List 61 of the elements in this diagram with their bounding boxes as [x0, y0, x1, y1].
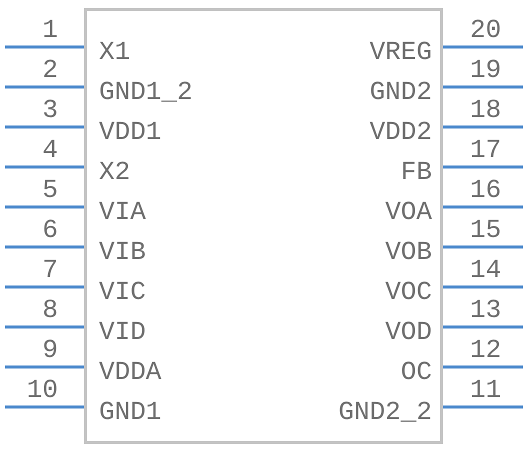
pin-line [5, 246, 84, 248]
pin-number: 14 [470, 256, 502, 284]
pin-line [443, 246, 523, 248]
pin-line [5, 126, 84, 128]
pin-number: 11 [470, 376, 502, 404]
pin-number: 19 [470, 56, 502, 84]
pin-line [443, 286, 523, 288]
pin-number: 20 [470, 16, 502, 44]
pin-number: 1 [42, 16, 58, 44]
pin-name: VOB [385, 238, 432, 266]
pin-name: VOA [385, 198, 432, 226]
pin-number: 5 [42, 176, 58, 204]
pin-number: 15 [470, 216, 502, 244]
pin-number: 2 [42, 56, 58, 84]
pin-number: 16 [470, 176, 502, 204]
pin-name: VIA [99, 198, 146, 226]
pin-line [443, 326, 523, 328]
pin-name: VID [99, 318, 146, 346]
pin-line [5, 86, 84, 88]
pin-number: 9 [42, 336, 58, 364]
pin-name: VDDA [99, 358, 162, 386]
pin-line [443, 86, 523, 88]
pin-number: 10 [26, 376, 58, 404]
pin-line [5, 46, 84, 48]
pin-line [443, 166, 523, 168]
pin-number: 17 [470, 136, 502, 164]
pin-line [5, 406, 84, 408]
pin-line [443, 406, 523, 408]
pin-line [443, 366, 523, 368]
pin-line [443, 46, 523, 48]
pin-name: VDD2 [370, 118, 432, 146]
pin-number: 12 [470, 336, 502, 364]
pin-number: 4 [42, 136, 58, 164]
pin-number: 6 [42, 216, 58, 244]
pin-line [443, 206, 523, 208]
pin-name: GND2_2 [338, 398, 432, 426]
pin-name: VIC [99, 278, 146, 306]
pin-name: GND2 [370, 78, 432, 106]
pin-number: 8 [42, 296, 58, 324]
pin-number: 7 [42, 256, 58, 284]
pin-name: OC [400, 358, 432, 386]
pin-name: VIB [99, 238, 146, 266]
pin-number: 13 [470, 296, 502, 324]
pin-name: VOD [385, 318, 432, 346]
pin-name: X1 [99, 38, 130, 66]
pin-line [5, 286, 84, 288]
pin-name: VREG [370, 38, 432, 66]
pin-name: VDD1 [99, 118, 162, 146]
pin-line [5, 166, 84, 168]
pin-name: GND1_2 [99, 78, 193, 106]
pin-line [5, 366, 84, 368]
pin-name: VOC [385, 278, 432, 306]
pin-number: 3 [42, 96, 58, 124]
pin-name: GND1 [99, 398, 162, 426]
pin-line [443, 126, 523, 128]
chip-body [84, 8, 443, 444]
pin-name: FB [400, 158, 432, 186]
pin-number: 18 [470, 96, 502, 124]
pin-line [5, 326, 84, 328]
pin-line [5, 206, 84, 208]
pin-name: X2 [99, 158, 130, 186]
